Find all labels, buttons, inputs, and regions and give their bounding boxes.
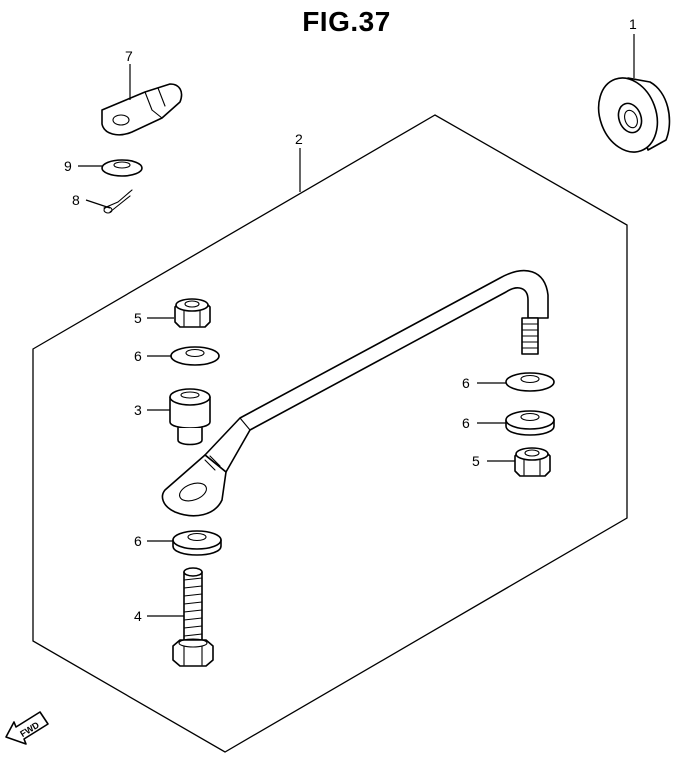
part-1-bushing	[597, 77, 671, 153]
part-4-bolt	[172, 567, 214, 667]
kit-boundary	[32, 114, 628, 753]
fwd-arrow-icon: FWD	[5, 711, 49, 745]
figure-title: FIG.37	[302, 6, 391, 37]
callout-8: 8	[72, 192, 80, 208]
callout-6-right-lower: 6	[462, 415, 470, 431]
part-8-cotter-pin	[103, 189, 133, 214]
callout-6-left-lower: 6	[134, 533, 142, 549]
part-5-nut-right	[514, 447, 551, 477]
part-6-washer-left-lower	[172, 530, 222, 556]
callout-1: 1	[629, 16, 637, 32]
callout-9: 9	[64, 158, 72, 174]
part-2-drag-link	[161, 269, 549, 517]
part-6-washer-left-upper	[170, 346, 220, 366]
part-5-nut-left	[174, 298, 211, 328]
callout-6-right-upper: 6	[462, 375, 470, 391]
callout-7: 7	[125, 48, 133, 64]
callout-4: 4	[134, 608, 142, 624]
callout-3: 3	[134, 402, 142, 418]
part-6-washer-right-upper	[505, 372, 555, 392]
part-3-collar	[169, 388, 211, 446]
part-6-washer-right-lower	[505, 410, 555, 436]
callout-5-left: 5	[134, 310, 142, 326]
part-7-connector	[101, 83, 183, 136]
part-9-washer	[101, 159, 143, 177]
callout-2: 2	[295, 131, 303, 147]
callout-6-left-upper: 6	[134, 348, 142, 364]
callout-5-right: 5	[472, 453, 480, 469]
